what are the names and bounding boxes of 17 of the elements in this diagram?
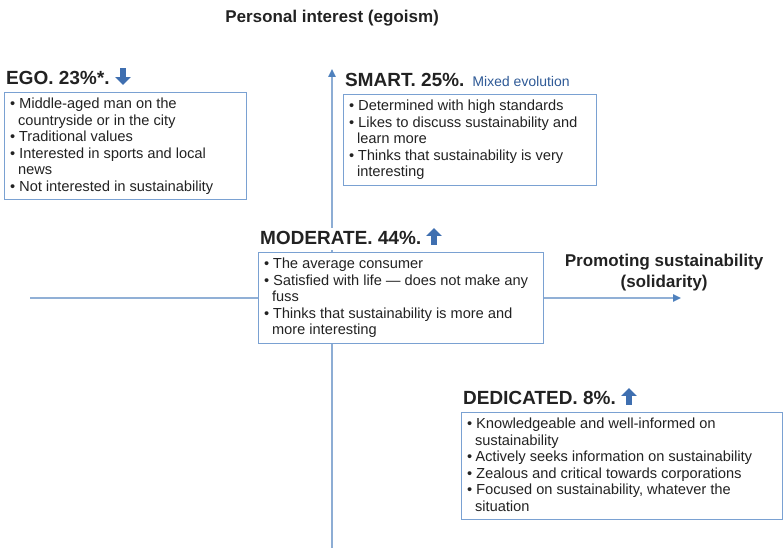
bullet-point: • The average consumer <box>264 256 424 272</box>
bullet-point: • Thinks that sustainability is more and more interesting <box>264 306 514 338</box>
bullet-point: • Actively seeks information on sustainability <box>467 449 753 466</box>
bullet-point: • Thinks that sustainability is very interesting <box>349 148 564 180</box>
bullet-point: • Knowledgeable and well-informed on sustainability <box>467 416 716 449</box>
bullet-point: • Traditional values <box>10 129 134 146</box>
bullet-point: • Not interested in sustainability <box>10 178 214 195</box>
axis-label: Promoting sustainability (solidarity) <box>564 250 764 292</box>
bullet-point: • Determined with high standards <box>349 98 564 114</box>
axis-label: Personal interest (egoism) <box>224 6 440 27</box>
bullet-point: • Zealous and critical towards corporations <box>467 466 742 482</box>
bullet-point: • Middle-aged man on the countryside or in the city <box>10 96 178 129</box>
trend-note: Mixed evolution <box>472 73 570 89</box>
bullet-point: • Focused on sustainability, whatever the situation <box>467 482 732 515</box>
bullet-point: • Interested in sports and local news <box>10 146 207 178</box>
bullet-point: • Likes to discuss sustainability and learn more <box>349 114 578 148</box>
bullet-point: • Satisfied with life — does not make any fuss <box>264 272 529 306</box>
